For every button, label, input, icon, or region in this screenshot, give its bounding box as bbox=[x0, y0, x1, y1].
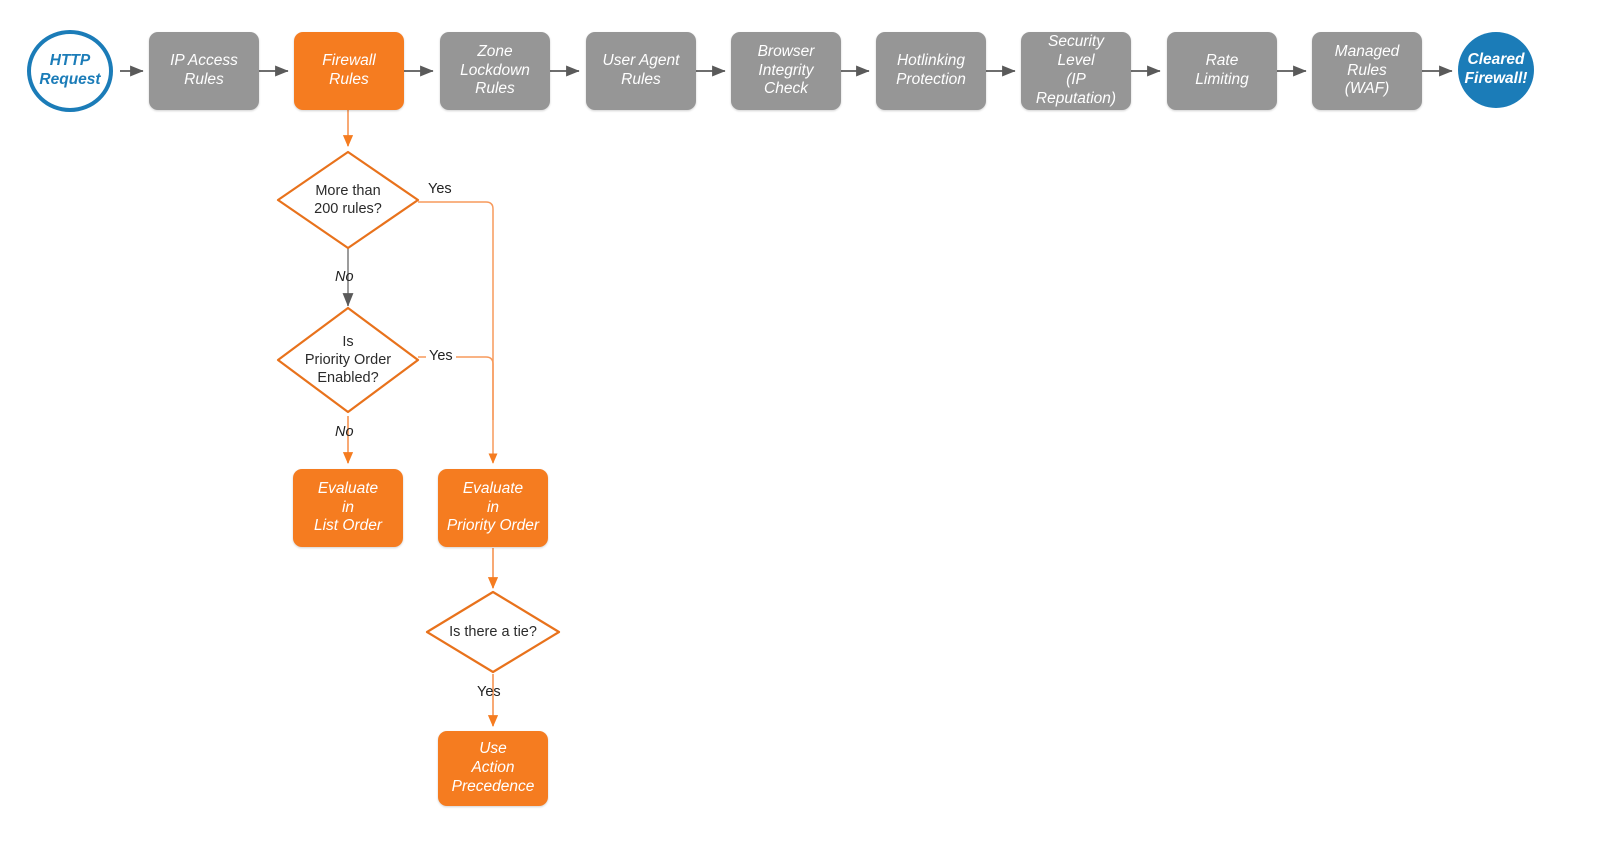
decision-more-than-200-rules-label: More than 200 rules? bbox=[314, 182, 382, 217]
node-security-level-label: Security Level (IP Reputation) bbox=[1035, 33, 1117, 107]
edge-label-priority-order-no: No bbox=[335, 424, 354, 440]
decision-is-there-a-tie[interactable]: Is there a tie? bbox=[425, 590, 561, 674]
node-evaluate-in-list-order[interactable]: Evaluate in List Order bbox=[293, 469, 403, 547]
decision-more-than-200-rules[interactable]: More than 200 rules? bbox=[276, 150, 420, 250]
node-user-agent-rules[interactable]: User Agent Rules bbox=[586, 32, 696, 110]
node-managed-rules-waf-label: Managed Rules (WAF) bbox=[1334, 42, 1400, 98]
decision-is-priority-order-enabled-label: Is Priority Order Enabled? bbox=[304, 333, 392, 387]
decision-is-there-a-tie-label: Is there a tie? bbox=[449, 623, 537, 640]
edge-label-tie-yes: Yes bbox=[477, 684, 501, 700]
node-use-action-precedence-label: Use Action Precedence bbox=[451, 740, 535, 795]
node-http-request-label: HTTP Request bbox=[39, 52, 101, 88]
node-zone-lockdown-rules[interactable]: Zone Lockdown Rules bbox=[440, 32, 550, 110]
node-browser-integrity-check[interactable]: Browser Integrity Check bbox=[731, 32, 841, 110]
node-ip-access-rules-label: IP Access Rules bbox=[170, 52, 238, 88]
node-zone-lockdown-rules-label: Zone Lockdown Rules bbox=[460, 42, 530, 98]
node-evaluate-in-list-order-label: Evaluate in List Order bbox=[313, 479, 383, 535]
node-cleared-firewall-label: Cleared Firewall! bbox=[1464, 51, 1528, 87]
edge-label-priority-order-yes: Yes bbox=[426, 348, 456, 364]
node-hotlinking-protection-label: Hotlinking Protection bbox=[896, 52, 966, 88]
edge-label-more-than-200-yes: Yes bbox=[428, 181, 452, 197]
node-firewall-rules-label: Firewall Rules bbox=[322, 52, 376, 88]
node-rate-limiting-label: Rate Limiting bbox=[1195, 52, 1249, 88]
edge-label-more-than-200-no: No bbox=[335, 269, 354, 285]
node-hotlinking-protection[interactable]: Hotlinking Protection bbox=[876, 32, 986, 110]
node-http-request[interactable]: HTTP Request bbox=[27, 30, 113, 112]
node-security-level[interactable]: Security Level (IP Reputation) bbox=[1021, 32, 1131, 110]
node-evaluate-in-priority-order[interactable]: Evaluate in Priority Order bbox=[438, 469, 548, 547]
node-use-action-precedence[interactable]: Use Action Precedence bbox=[438, 731, 548, 806]
node-ip-access-rules[interactable]: IP Access Rules bbox=[149, 32, 259, 110]
node-cleared-firewall[interactable]: Cleared Firewall! bbox=[1458, 32, 1534, 108]
node-rate-limiting[interactable]: Rate Limiting bbox=[1167, 32, 1277, 110]
decision-is-priority-order-enabled[interactable]: Is Priority Order Enabled? bbox=[276, 306, 420, 414]
node-user-agent-rules-label: User Agent Rules bbox=[602, 52, 680, 88]
node-browser-integrity-check-label: Browser Integrity Check bbox=[757, 42, 815, 98]
node-firewall-rules[interactable]: Firewall Rules bbox=[294, 32, 404, 110]
node-evaluate-in-priority-order-label: Evaluate in Priority Order bbox=[446, 479, 540, 535]
node-managed-rules-waf[interactable]: Managed Rules (WAF) bbox=[1312, 32, 1422, 110]
